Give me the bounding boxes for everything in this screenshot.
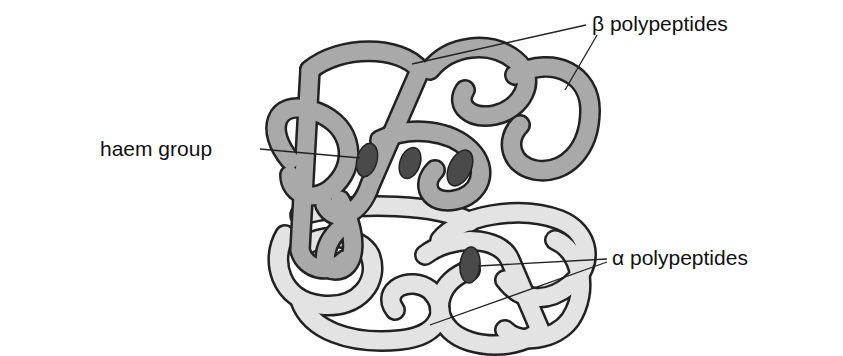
chain-label: β polypeptides (590, 12, 730, 35)
chain-label: α polypeptides (610, 246, 750, 269)
haem-discs (353, 141, 482, 284)
leader-lines (260, 25, 607, 325)
beta-chains (276, 48, 590, 270)
part-label: haem group (98, 137, 214, 160)
